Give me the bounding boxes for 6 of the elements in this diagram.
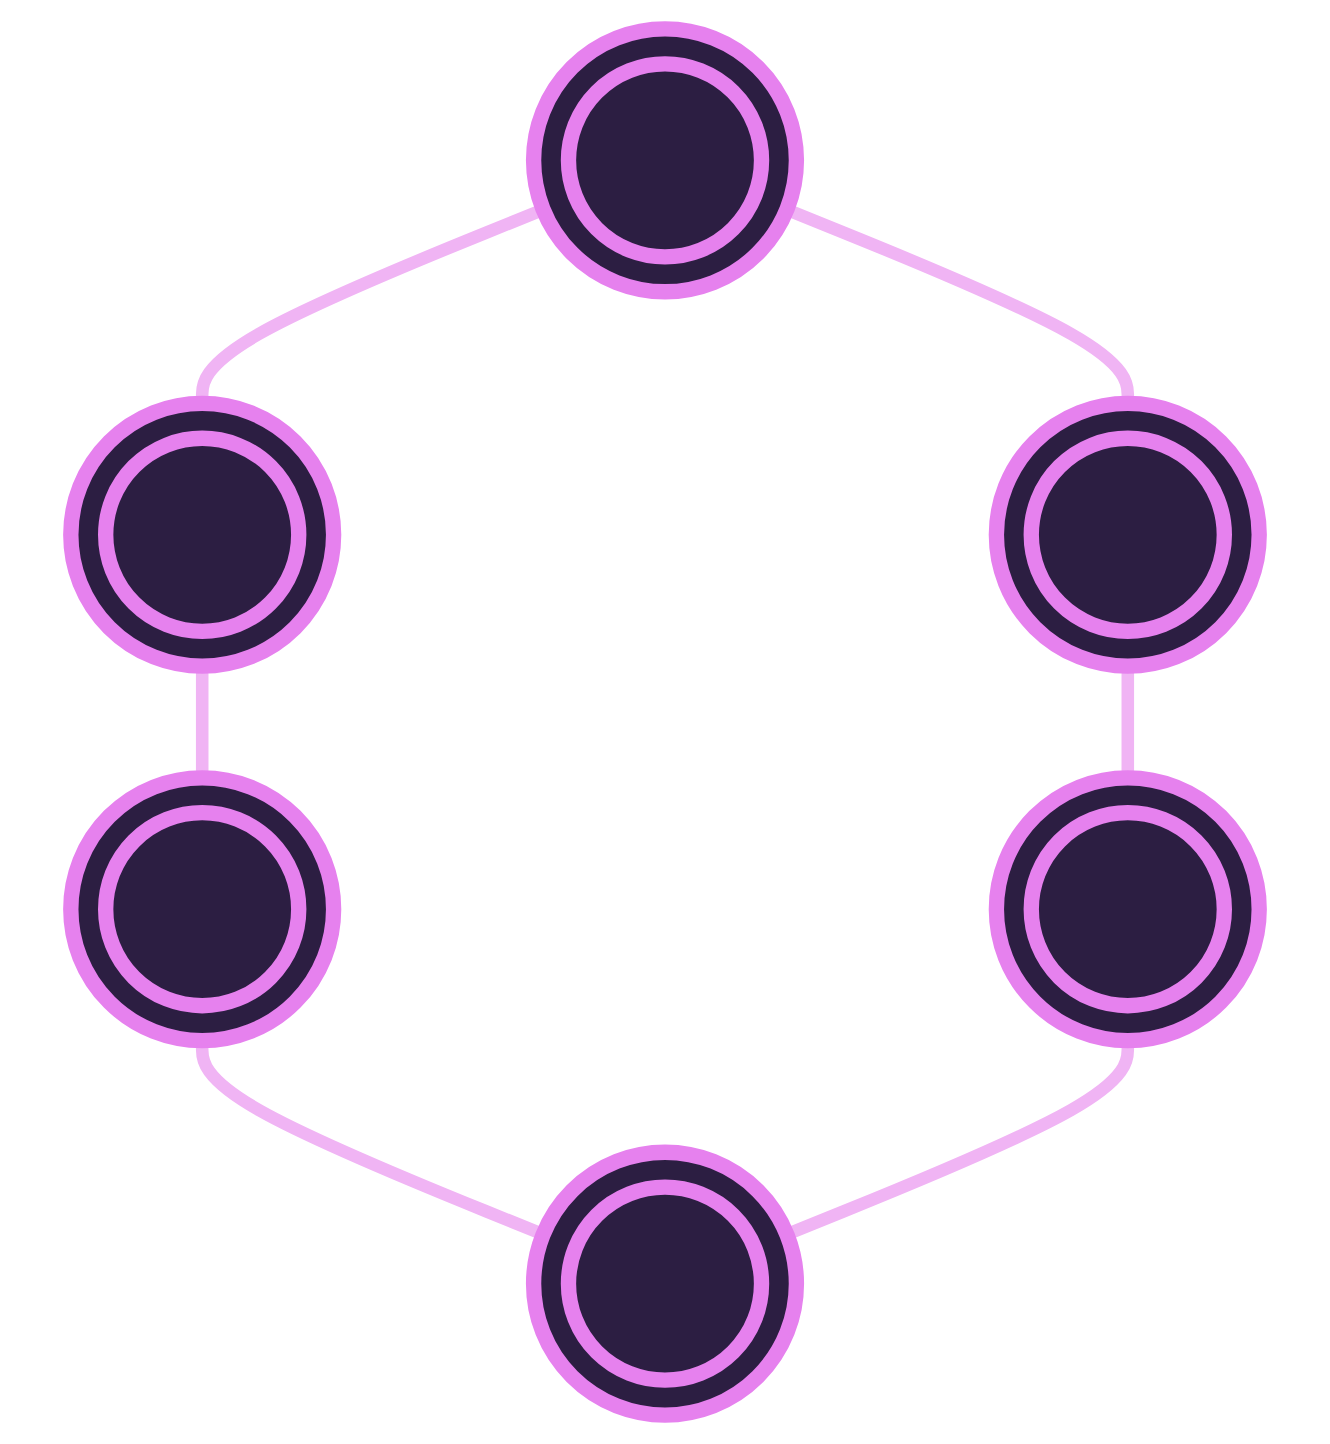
node-circle: [525, 21, 805, 300]
node-circle: [988, 770, 1267, 1049]
node-circle: [63, 395, 342, 674]
node-circle: [988, 395, 1267, 674]
node-circle: [525, 1144, 805, 1423]
node-circle: [63, 770, 342, 1049]
